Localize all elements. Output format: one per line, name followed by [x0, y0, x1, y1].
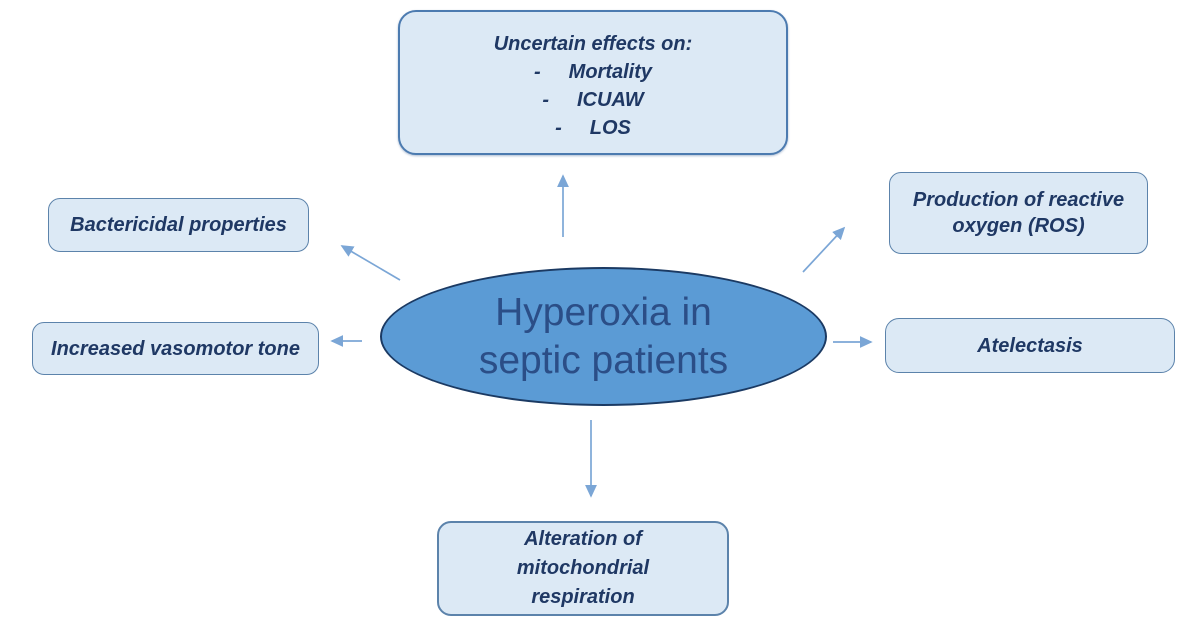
uncertain-effects-heading: Uncertain effects on: — [493, 33, 693, 55]
bullet-dash: - — [533, 61, 541, 83]
item-label: ICUAW — [577, 89, 644, 111]
center-label-line1: Hyperoxia in — [495, 290, 712, 334]
center-label-line2: septic patients — [478, 338, 729, 382]
vasomotor-tone-label: Increased vasomotor tone — [51, 337, 300, 360]
uncertain-effects-item-mortality: - Mortality — [534, 58, 652, 86]
arrow-to-bactericidal-box — [340, 245, 401, 281]
mitochondrial-respiration-box: Alteration of mitochondrial respiration — [437, 521, 729, 616]
item-label: Mortality — [568, 61, 652, 83]
arrow-to-ros-box — [802, 226, 846, 273]
uncertain-effects-box: Uncertain effects on: - Mortality - ICUA… — [398, 10, 788, 155]
uncertain-effects-item-icuaw: - ICUAW — [542, 86, 643, 114]
atelectasis-label: Atelectasis — [977, 334, 1083, 357]
bullet-dash: - — [542, 89, 549, 111]
bullet-dash: - — [555, 117, 562, 139]
uncertain-effects-item-los: - LOS — [555, 114, 631, 142]
hyperoxia-center-ellipse: Hyperoxia in septic patients — [380, 267, 827, 406]
reactive-oxygen-box: Production of reactive oxygen (ROS) — [889, 172, 1148, 254]
item-label: LOS — [589, 117, 631, 139]
reactive-oxygen-label: Production of reactive oxygen (ROS) — [912, 189, 1125, 237]
vasomotor-tone-box: Increased vasomotor tone — [32, 322, 319, 375]
bactericidal-properties-box: Bactericidal properties — [48, 198, 309, 252]
atelectasis-box: Atelectasis — [885, 318, 1175, 373]
mitochondrial-respiration-label: Alteration of mitochondrial respiration — [516, 528, 650, 608]
bactericidal-properties-label: Bactericidal properties — [70, 214, 287, 236]
